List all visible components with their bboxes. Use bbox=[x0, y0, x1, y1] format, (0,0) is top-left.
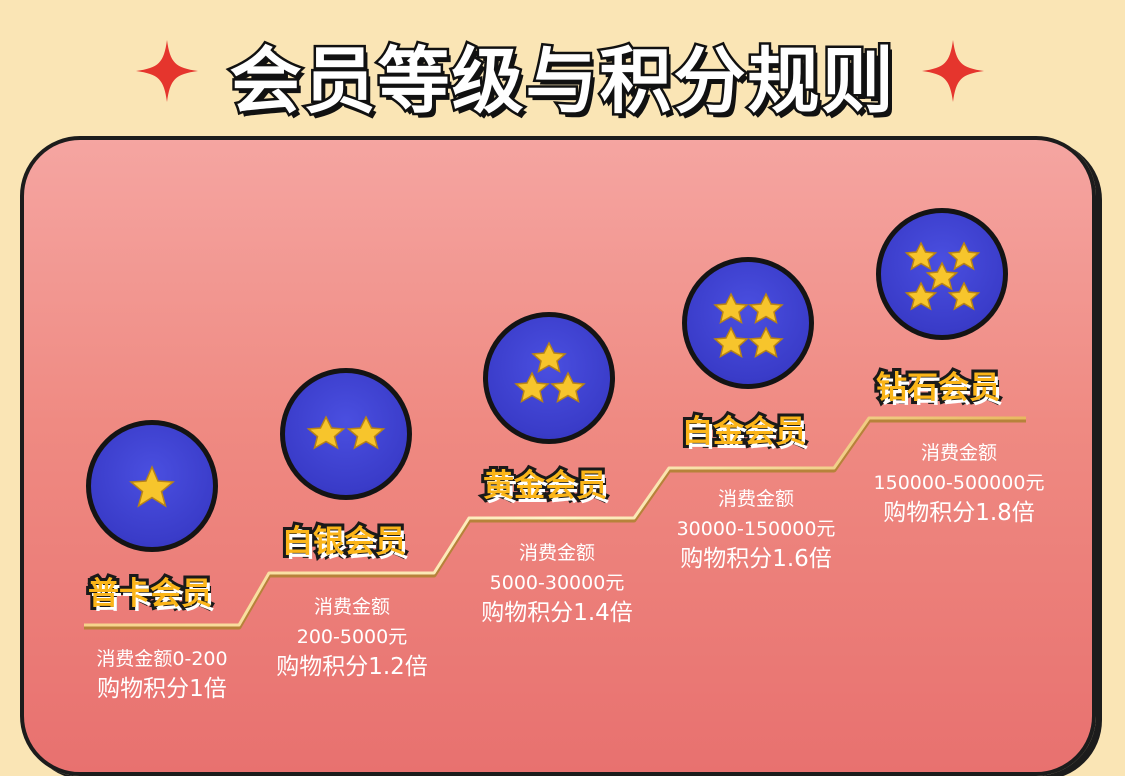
star-icon bbox=[306, 415, 346, 450]
points-rule: 购物积分1.2倍 bbox=[276, 654, 428, 680]
star-icon bbox=[713, 326, 749, 359]
amount-range: 150000-500000元 bbox=[873, 472, 1045, 494]
points-rule: 购物积分1.6倍 bbox=[680, 546, 832, 572]
amount-label: 消费金额 bbox=[920, 442, 997, 464]
page-title: 会员等级与积分规则 bbox=[227, 37, 896, 126]
amount-label: 消费金额0-200 bbox=[96, 648, 228, 670]
badge-tier-5 bbox=[876, 208, 1008, 340]
badge-tier-4 bbox=[682, 257, 814, 389]
badge-tier-2 bbox=[280, 368, 412, 500]
staircase-line bbox=[84, 416, 1026, 630]
sparkle-icon-right bbox=[922, 40, 984, 102]
tier-info-5: 消费金额 150000-500000元 购物积分1.8倍 bbox=[844, 438, 1074, 528]
amount-label: 消费金额 bbox=[518, 542, 595, 564]
tier-name-5: 钻石会员 bbox=[873, 367, 1003, 409]
tier-name-3: 黄金会员 bbox=[480, 465, 610, 507]
tier-info-3: 消费金额 5000-30000元 购物积分1.4倍 bbox=[452, 538, 662, 628]
amount-range: 30000-150000元 bbox=[676, 518, 836, 540]
points-rule: 购物积分1.8倍 bbox=[883, 500, 1035, 526]
badge-tier-3 bbox=[483, 312, 615, 444]
tier-board: 普卡会员 消费金额0-200 购物积分1倍 白银会员 消费金额 200-5000… bbox=[20, 136, 1096, 776]
star-icon bbox=[925, 261, 959, 291]
star-icon bbox=[947, 241, 981, 271]
star-icon bbox=[514, 371, 550, 404]
star-icon bbox=[531, 341, 567, 374]
tier-info-2: 消费金额 200-5000元 购物积分1.2倍 bbox=[252, 592, 452, 682]
tier-name-4: 白金会员 bbox=[679, 411, 809, 453]
star-icon bbox=[550, 371, 586, 404]
star-icon bbox=[713, 292, 749, 325]
star-icon bbox=[904, 281, 938, 311]
tier-name-1: 普卡会员 bbox=[85, 573, 215, 615]
tier-name-2: 白银会员 bbox=[279, 521, 409, 563]
amount-range: 200-5000元 bbox=[296, 626, 408, 648]
star-icon bbox=[904, 241, 938, 271]
star-icon bbox=[129, 465, 175, 508]
tier-info-1: 消费金额0-200 购物积分1倍 bbox=[74, 644, 250, 704]
tier-info-4: 消费金额 30000-150000元 购物积分1.6倍 bbox=[646, 484, 866, 574]
amount-label: 消费金额 bbox=[717, 488, 794, 510]
sparkle-icon-left bbox=[136, 40, 198, 102]
amount-label: 消费金额 bbox=[313, 596, 390, 618]
star-icon bbox=[748, 326, 784, 359]
star-icon bbox=[748, 292, 784, 325]
star-icon bbox=[346, 415, 386, 450]
points-rule: 购物积分1.4倍 bbox=[481, 600, 633, 626]
star-icon bbox=[947, 281, 981, 311]
badge-tier-1 bbox=[86, 420, 218, 552]
points-rule: 购物积分1倍 bbox=[97, 676, 227, 702]
amount-range: 5000-30000元 bbox=[489, 572, 625, 594]
